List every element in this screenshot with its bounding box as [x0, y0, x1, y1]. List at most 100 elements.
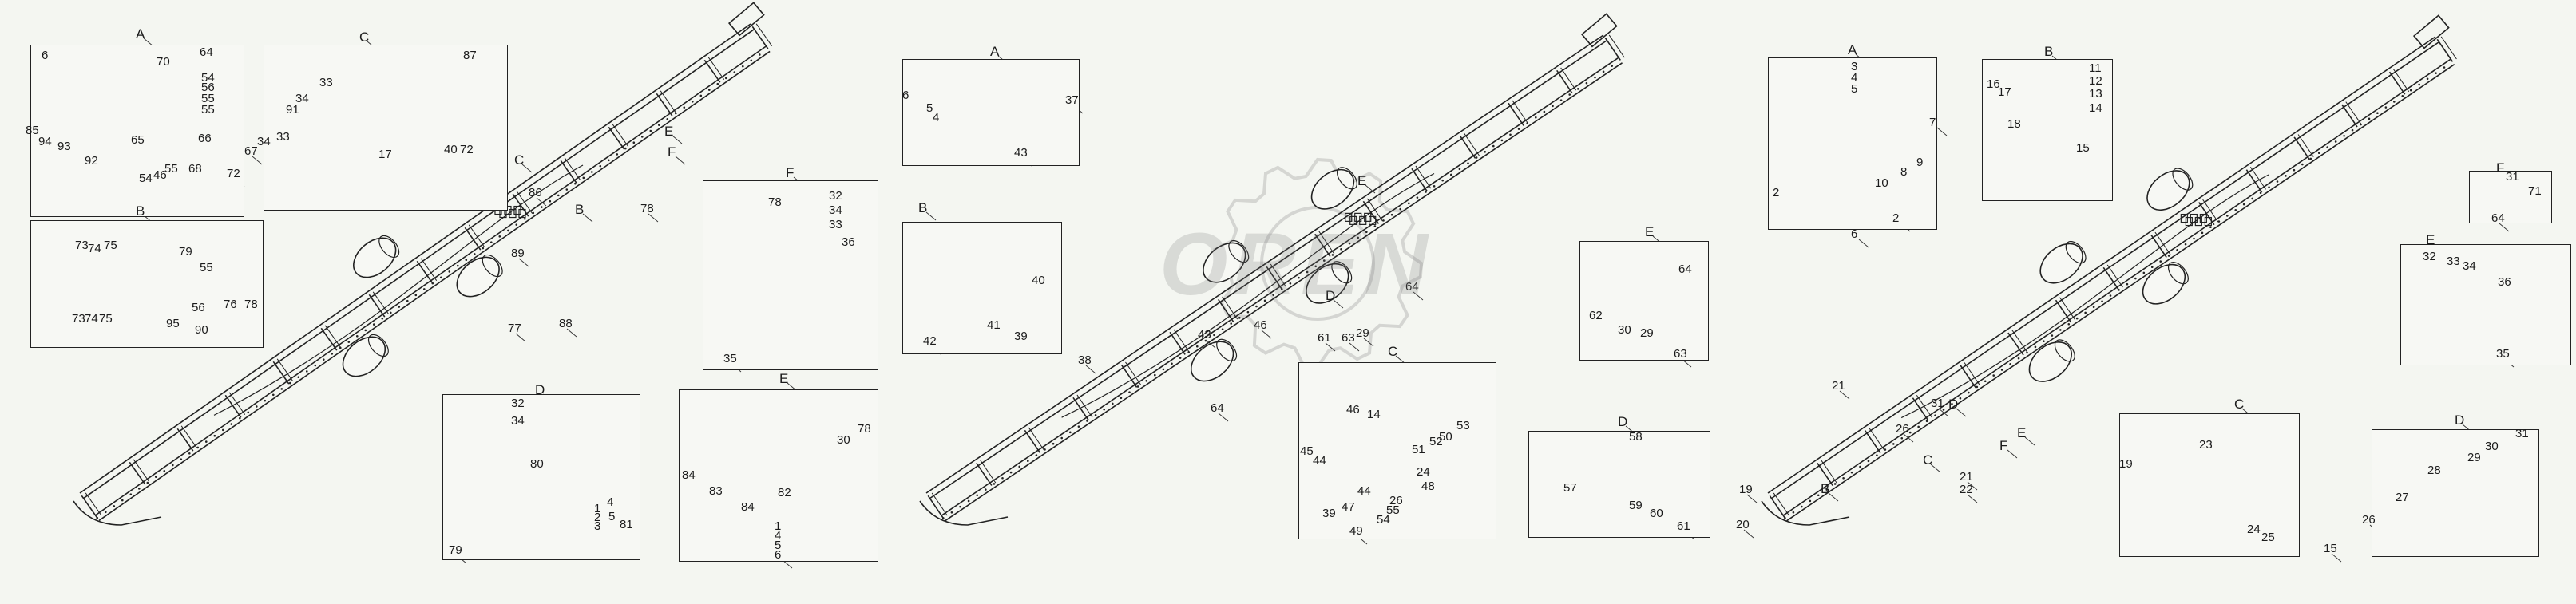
callout-label: D: [1326, 288, 1336, 303]
chassis-frame-3: [1761, 14, 2457, 526]
callout-label: 24: [1417, 465, 1430, 479]
callout-label: 31: [2506, 170, 2519, 184]
callout-label: 78: [858, 422, 871, 436]
callout-label: 54: [201, 71, 215, 85]
callout-label: 25: [2261, 531, 2275, 544]
callout-label: A: [1848, 42, 1857, 57]
callout-label: 43: [1014, 146, 1028, 160]
callout-label: C: [1388, 344, 1398, 359]
callout-label: 45: [1300, 444, 1314, 458]
callout-label: 65: [131, 133, 145, 147]
callout-label: 38: [1078, 353, 1092, 367]
inset-box: [2119, 413, 2300, 557]
callout-label: 39: [1322, 507, 1336, 520]
callout-label: 19: [1739, 483, 1753, 496]
callout-label: E: [1645, 224, 1655, 239]
callout-label: 64: [1405, 280, 1419, 294]
callout-label: 64: [2491, 211, 2505, 225]
callout-label: 60: [1650, 507, 1663, 520]
callout-label: 26: [1896, 422, 1909, 436]
callout-label: 34: [829, 203, 842, 217]
callout-label: 33: [319, 76, 333, 89]
callout-label: 61: [1318, 331, 1331, 345]
callout-label: 33: [2447, 255, 2460, 268]
inset-box: [264, 45, 508, 211]
callout-label: 29: [1356, 326, 1369, 340]
callout-label: 75: [99, 312, 113, 326]
callout-label: 64: [1211, 401, 1224, 415]
callout-label: A: [136, 26, 145, 41]
callout-label: 4: [775, 529, 782, 543]
callout-label: D: [1618, 414, 1628, 429]
callout-label: 11: [2089, 61, 2102, 75]
callout-label: 3: [1851, 60, 1858, 73]
inset-box: [703, 180, 878, 370]
callout-label: 71: [2528, 184, 2542, 198]
callout-label: 72: [460, 143, 474, 156]
callout-label: 28: [2427, 464, 2441, 477]
callout-label: 82: [778, 486, 791, 499]
callout-label: 84: [741, 500, 755, 514]
callout-label: D: [1948, 397, 1959, 412]
callout-label: 4: [933, 111, 940, 124]
callout-label: 35: [723, 352, 737, 365]
callout-label: 55: [164, 162, 178, 176]
inset-box: [30, 220, 264, 348]
callout-label: 31: [1931, 397, 1944, 410]
callout-label: 18: [2007, 117, 2021, 131]
inset-box: [442, 394, 640, 560]
callout-label: 55: [201, 103, 215, 116]
callout-label: 13: [2089, 87, 2102, 101]
callout-label: C: [2234, 397, 2245, 412]
callout-label: E: [1357, 173, 1367, 188]
callout-label: 62: [1589, 309, 1603, 322]
callout-label: 31: [2515, 427, 2529, 440]
callout-label: 4: [1851, 71, 1858, 85]
callout-label: 73: [72, 312, 85, 326]
callout-label: 29: [2467, 451, 2481, 464]
callout-label: 66: [198, 132, 212, 145]
callout-label: 58: [1629, 430, 1643, 444]
callout-label: 16: [1987, 77, 2000, 91]
callout-label: B: [136, 203, 145, 219]
callout-label: 32: [2423, 250, 2436, 263]
callout-label: 6: [775, 548, 782, 562]
callout-label: A: [990, 44, 1000, 59]
callout-label: 5: [608, 510, 616, 523]
callout-label: 12: [2089, 74, 2102, 88]
callout-label: 33: [276, 130, 290, 144]
callout-label: 54: [1377, 513, 1390, 527]
callout-label: 92: [85, 154, 98, 168]
callout-label: C: [1923, 452, 1933, 468]
callout-label: B: [1821, 481, 1830, 496]
callout-label: B: [2044, 44, 2054, 59]
callout-label: 63: [1342, 331, 1355, 345]
callout-label: 32: [511, 397, 525, 410]
callout-label: 55: [201, 92, 215, 105]
inset-box: [1528, 431, 1710, 538]
callout-label: 6: [902, 89, 910, 102]
callout-label: 74: [88, 242, 101, 255]
callout-label: 75: [104, 239, 117, 252]
callout-label: 1: [775, 519, 782, 533]
callout-label: 35: [2496, 347, 2510, 361]
callout-label: 72: [227, 167, 240, 180]
callout-label: 2: [594, 511, 601, 524]
chassis-frame-2: [919, 13, 1625, 526]
inset-box: [902, 222, 1062, 354]
inset-box: [2400, 244, 2571, 365]
inset-box: [1298, 362, 1496, 539]
callout-label: 63: [1674, 347, 1687, 361]
callout-label: 17: [1998, 85, 2011, 99]
callout-label: 5: [775, 539, 782, 552]
callout-label: 2: [1892, 211, 1900, 225]
callout-label: 44: [1357, 484, 1371, 498]
callout-label: 17: [378, 148, 392, 161]
callout-label: 22: [1960, 483, 1973, 496]
callout-label: 1: [594, 502, 601, 515]
callout-label: 54: [139, 172, 153, 185]
callout-label: 6: [1851, 227, 1858, 241]
callout-label: D: [535, 382, 545, 397]
callout-label: 34: [295, 92, 309, 105]
